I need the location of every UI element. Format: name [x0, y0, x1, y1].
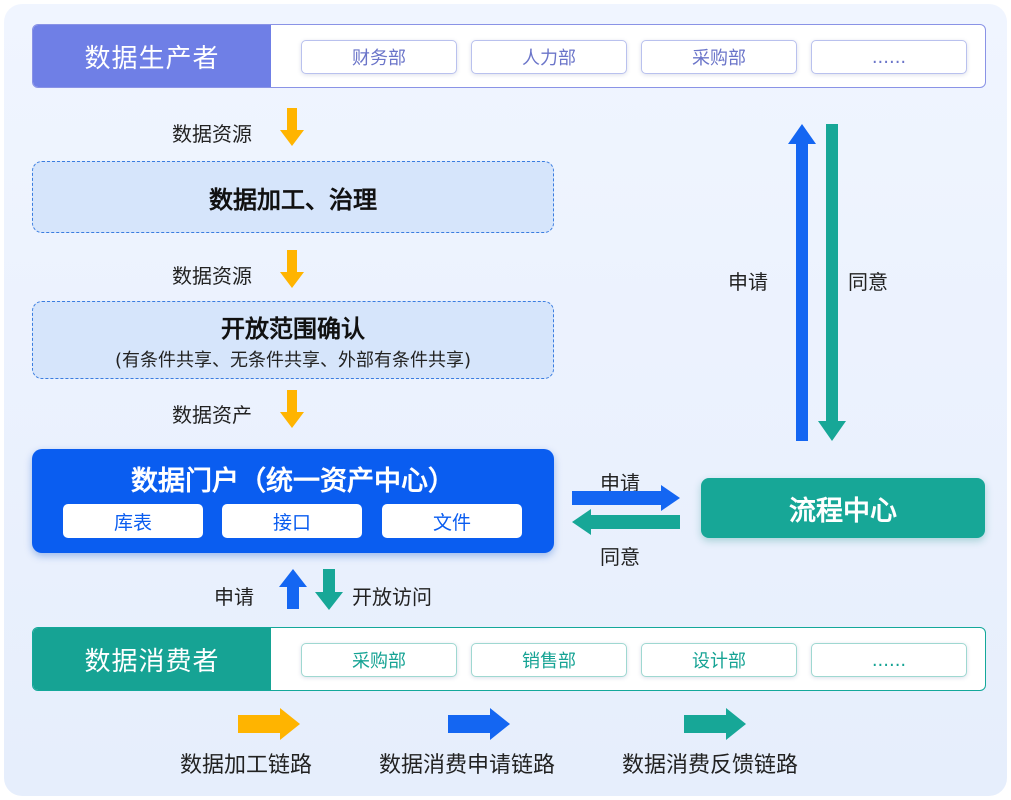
producer-title: 数据生产者 [33, 25, 271, 87]
consumer-chip-sales: 销售部 [471, 643, 627, 677]
producer-chip-purchasing: 采购部 [641, 40, 797, 74]
producer-chip-hr: 人力部 [471, 40, 627, 74]
consumer-chip-purchasing: 采购部 [301, 643, 457, 677]
bottom-open-access-arrow [315, 569, 343, 610]
portal-title: 数据门户（统一资产中心） [131, 466, 455, 497]
right-apply-label: 申请 [728, 270, 768, 294]
legend-arrow-request [448, 708, 510, 740]
bottom-apply-arrow [279, 569, 307, 609]
producer-band: 数据生产者 财务部 人力部 采购部 ...... [32, 24, 986, 88]
producer-chip-more: ...... [811, 40, 967, 74]
legend-label-feedback: 数据消费反馈链路 [622, 753, 799, 778]
right-agree-arrow [818, 124, 846, 441]
legend-arrow-feedback [684, 708, 746, 740]
scope-box: 开放范围确认 (有条件共享、无条件共享、外部有条件共享) [32, 301, 554, 379]
processing-box: 数据加工、治理 [32, 161, 554, 233]
arrows-layer [238, 108, 846, 740]
processing-title: 数据加工、治理 [209, 185, 377, 214]
data-portal: 数据门户（统一资产中心） 库表 接口 文件 [32, 449, 554, 553]
right-agree-label: 同意 [848, 270, 888, 294]
consumer-band: 数据消费者 采购部 销售部 设计部 ...... [32, 627, 986, 691]
portal-chip-files: 文件 [382, 504, 522, 538]
flow-label-asset: 数据资产 [172, 403, 252, 427]
consumer-chip-design: 设计部 [641, 643, 797, 677]
flow-label-resource-1: 数据资源 [172, 122, 252, 146]
legend-label-processing: 数据加工链路 [180, 753, 313, 778]
processing-arrow-1 [280, 108, 304, 146]
producer-chip-finance: 财务部 [301, 40, 457, 74]
consumer-chip-more: ...... [811, 643, 967, 677]
process-center-title: 流程中心 [789, 495, 897, 527]
process-center: 流程中心 [701, 478, 985, 538]
portal-chip-tables: 库表 [63, 504, 203, 538]
scope-subtitle: (有条件共享、无条件共享、外部有条件共享) [114, 349, 472, 371]
middle-apply-arrow [572, 485, 680, 511]
scope-title: 开放范围确认 [221, 314, 365, 343]
bottom-open-access-label: 开放访问 [352, 585, 432, 609]
consumer-title: 数据消费者 [33, 628, 271, 690]
right-apply-arrow [788, 124, 816, 441]
legend-arrow-processing [238, 708, 300, 740]
processing-arrow-2 [280, 250, 304, 288]
portal-chip-api: 接口 [222, 504, 362, 538]
processing-arrow-3 [280, 390, 304, 428]
legend-label-request: 数据消费申请链路 [379, 753, 556, 778]
middle-agree-arrow [572, 509, 680, 535]
diagram-canvas: 数据生产者 财务部 人力部 采购部 ...... 数据资源 数据资源 数据资产 … [4, 4, 1007, 796]
flow-label-resource-2: 数据资源 [172, 264, 252, 288]
bottom-apply-label: 申请 [214, 585, 254, 609]
middle-agree-label: 同意 [600, 545, 640, 569]
